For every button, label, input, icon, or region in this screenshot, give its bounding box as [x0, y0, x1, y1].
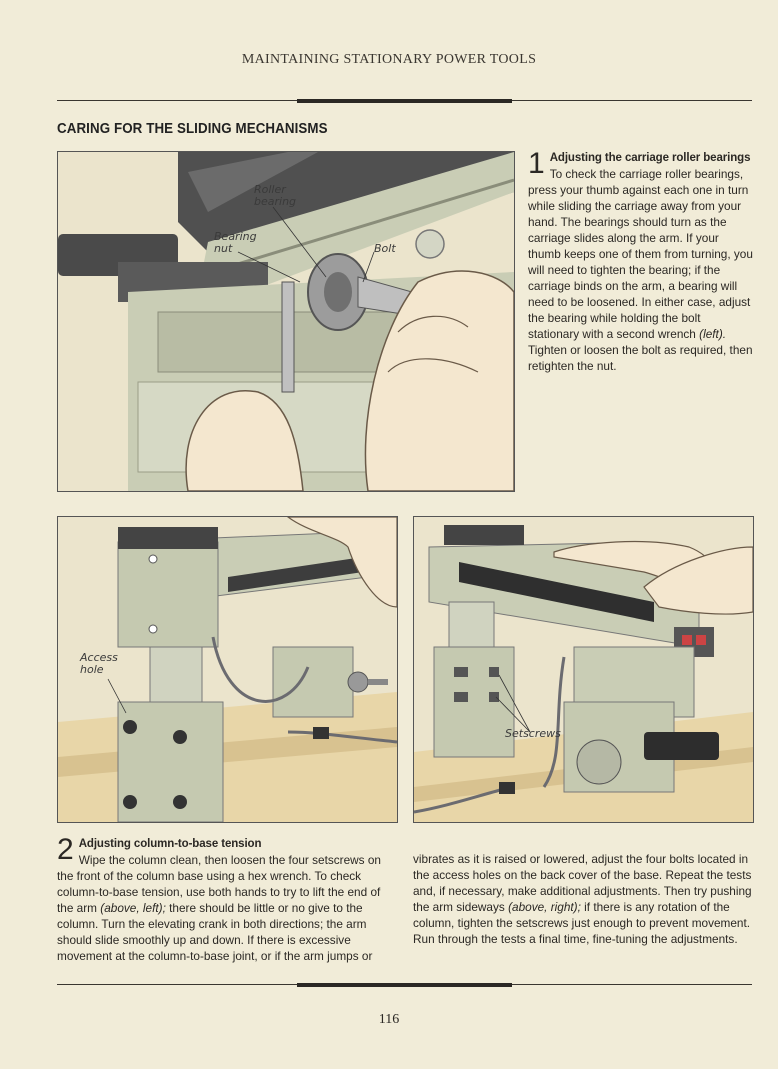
step-2-col-2: vibrates as it is raised or lowered, adj… [413, 851, 752, 947]
step-2-text-cont: there should be little or no give to the… [57, 901, 373, 963]
callout-setscrews: Setscrews [505, 727, 561, 740]
running-head: MAINTAINING STATIONARY POWER TOOLS [241, 52, 537, 67]
step-1-number: 1 [528, 147, 545, 180]
callout-roller-bearing: Roller bearing [254, 183, 297, 208]
section-title: CARING FOR THE SLIDING MECHANISMS [57, 121, 328, 137]
step-2-number: 2 [57, 833, 74, 866]
bottom-rule [57, 983, 752, 987]
step-2-figure-ref-right: (above, right); [508, 900, 581, 914]
step-1-text: To check the carriage roller bearings, p… [528, 167, 753, 341]
step-1: 1 Adjusting the carriage roller bearings… [528, 149, 753, 374]
top-rule [57, 99, 752, 103]
step-1-text-end: Tighten or loosen the bolt as required, … [528, 343, 753, 373]
illustration-roller-bearings: Roller bearing Bearing nut Bolt [57, 151, 515, 492]
step-1-title: Adjusting the carriage roller bearings [549, 152, 751, 164]
illustration-arm-sideways: Setscrews [413, 516, 754, 823]
step-2-col-1: 2 Adjusting column-to-base tension Wipe … [57, 835, 393, 964]
callout-bolt: Bolt [374, 242, 396, 255]
callout-access-hole: Access hole [80, 651, 118, 676]
step-2-figure-ref-left: (above, left); [100, 901, 166, 915]
page-number: 116 [378, 1012, 400, 1027]
illustration-column-lift: Access hole [57, 516, 398, 823]
step-2-text: Wipe the column clean, then loosen the f… [57, 853, 381, 915]
step-2-title: Adjusting column-to-base tension [78, 838, 262, 850]
step-2-text-col2-end: if there is any rotation of the column, … [413, 900, 751, 946]
callout-bearing-nut: Bearing nut [214, 230, 257, 255]
step-1-figure-ref: (left). [699, 327, 727, 341]
step-2-text-col2: vibrates as it is raised or lowered, adj… [413, 852, 752, 914]
